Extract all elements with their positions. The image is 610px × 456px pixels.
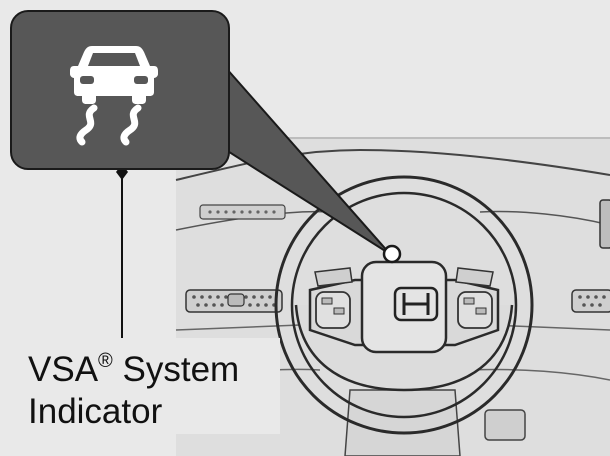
registered-mark: ® bbox=[98, 350, 113, 372]
honda-logo bbox=[393, 286, 439, 322]
right-air-vent bbox=[571, 289, 610, 313]
label-line2: Indicator bbox=[28, 392, 163, 431]
steering-column bbox=[344, 389, 526, 456]
label-line1-rest: System bbox=[112, 350, 240, 389]
center-display-edge bbox=[599, 199, 610, 249]
label-background bbox=[18, 338, 280, 434]
vsa-skid-car-icon bbox=[70, 46, 158, 146]
upper-left-vent bbox=[199, 204, 286, 220]
indicator-location-marker bbox=[382, 244, 402, 264]
label-line1-main: VSA bbox=[28, 350, 99, 389]
left-air-vent bbox=[185, 289, 283, 313]
